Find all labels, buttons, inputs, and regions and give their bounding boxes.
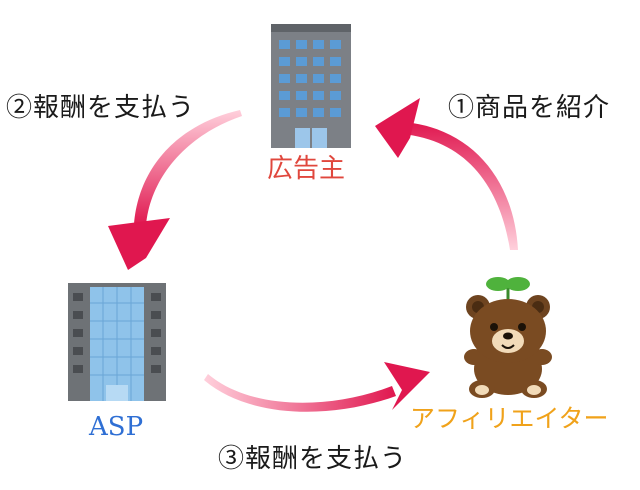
step-pay-to-asp: ②報酬を支払う [6, 93, 196, 123]
advertiser-label: 広告主 [267, 154, 346, 184]
arrow-asp-to-affiliate [204, 362, 430, 412]
asp-label: ASP [89, 412, 144, 442]
glass-building-icon [68, 283, 166, 401]
arrow-affiliate-to-advertiser [375, 98, 518, 250]
affiliater-label: アフィリエイター [410, 404, 609, 433]
office-building-icon [271, 24, 351, 148]
arrow-advertiser-to-asp [108, 110, 242, 270]
step-pay-to-affiliate: ③報酬を支払う [218, 444, 408, 474]
bear-mascot-icon [464, 277, 552, 398]
step-introduce-product: ①商品を紹介 [448, 93, 611, 123]
